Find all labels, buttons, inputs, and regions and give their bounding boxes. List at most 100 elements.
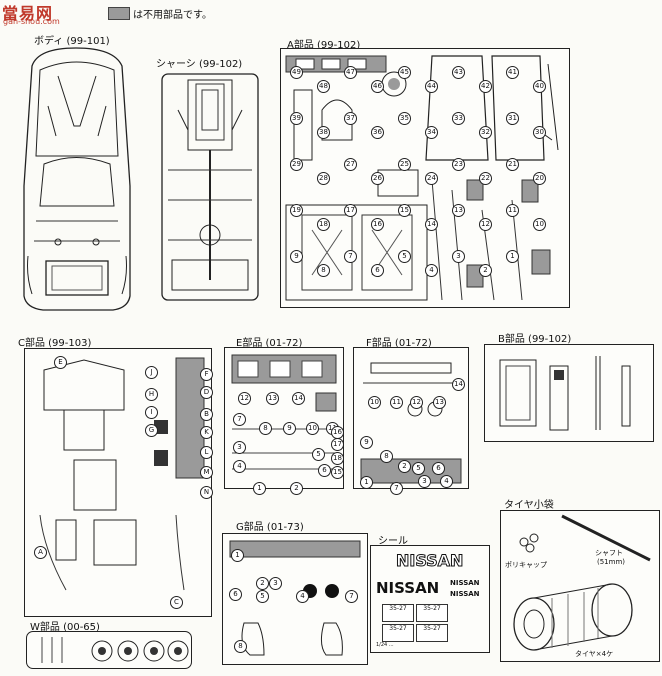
f-part-callout: 1 xyxy=(360,476,373,489)
a-part-callout: 48 xyxy=(317,80,330,93)
body-drawing xyxy=(23,47,131,311)
a-part-callout: 29 xyxy=(290,158,303,171)
tire-bag-drawing xyxy=(513,514,651,651)
e-part-callout: 12 xyxy=(238,392,251,405)
a-part-callout: 27 xyxy=(344,158,357,171)
shaft-label: シャフト xyxy=(595,549,623,557)
c-parts-title: C部品 (99-103) xyxy=(18,338,92,349)
c-part-callout: H xyxy=(145,388,158,401)
g-parts-drawing xyxy=(229,540,361,656)
a-part-callout: 5 xyxy=(398,250,411,263)
seal-title: シール xyxy=(378,536,408,547)
nissan-small-sticker-2: NISSAN xyxy=(450,590,480,598)
e-part-callout: 18 xyxy=(331,452,344,465)
a-part-callout: 7 xyxy=(344,250,357,263)
e-part-callout: 17 xyxy=(331,438,344,451)
f-part-callout: 11 xyxy=(390,396,403,409)
a-part-callout: 1 xyxy=(506,250,519,263)
a-part-callout: 43 xyxy=(452,66,465,79)
e-part-callout: 14 xyxy=(292,392,305,405)
g-part-callout: 1 xyxy=(231,549,244,562)
a-part-callout: 23 xyxy=(452,158,465,171)
e-part-callout: 10 xyxy=(306,422,319,435)
c-part-callout: G xyxy=(145,424,158,437)
nissan-bold-sticker: NISSAN xyxy=(376,579,440,597)
chassis-section-title: シャーシ (99-102) xyxy=(156,59,243,70)
g-part-callout: 4 xyxy=(296,590,309,603)
a-part-callout: 44 xyxy=(425,80,438,93)
a-part-callout: 12 xyxy=(479,218,492,231)
a-part-callout: 19 xyxy=(290,204,303,217)
f-part-callout: 8 xyxy=(380,450,393,463)
f-part-callout: 12 xyxy=(410,396,423,409)
w-parts-title: W部品 (00-65) xyxy=(30,622,100,633)
e-part-callout: 3 xyxy=(233,441,246,454)
e-part-callout: 9 xyxy=(283,422,296,435)
a-part-callout: 13 xyxy=(452,204,465,217)
g-part-callout: 5 xyxy=(256,590,269,603)
a-part-callout: 4 xyxy=(425,264,438,277)
a-part-callout: 17 xyxy=(344,204,357,217)
g-part-callout: 3 xyxy=(269,577,282,590)
f-part-callout: 6 xyxy=(432,462,445,475)
a-part-callout: 39 xyxy=(290,112,303,125)
a-parts-drawing xyxy=(285,55,559,301)
g-part-callout: 2 xyxy=(256,577,269,590)
c-part-callout: A xyxy=(34,546,47,559)
tire-label: タイヤ×4ケ xyxy=(575,650,614,658)
g-part-callout: 7 xyxy=(345,590,358,603)
f-part-callout: 3 xyxy=(418,475,431,488)
nissan-outline-sticker: NISSAN xyxy=(395,551,464,571)
a-parts-title: A部品 (99-102) xyxy=(287,40,361,51)
f-part-callout: 10 xyxy=(368,396,381,409)
poly-cap-label: ポリキャップ xyxy=(505,561,547,569)
a-part-callout: 15 xyxy=(398,204,411,217)
c-parts-drawing xyxy=(39,357,205,591)
a-part-callout: 18 xyxy=(317,218,330,231)
license-plate-2: 35-27 xyxy=(416,604,448,622)
f-part-callout: 14 xyxy=(452,378,465,391)
a-part-callout: 25 xyxy=(398,158,411,171)
e-part-callout: 5 xyxy=(312,448,325,461)
e-part-callout: 7 xyxy=(233,413,246,426)
a-part-callout: 41 xyxy=(506,66,519,79)
c-part-callout: K xyxy=(200,426,213,439)
e-part-callout: 4 xyxy=(233,460,246,473)
a-part-callout: 22 xyxy=(479,172,492,185)
nissan-small-sticker-1: NISSAN xyxy=(450,579,480,587)
c-part-callout: F xyxy=(200,368,213,381)
site-logo: 當易网 xyxy=(2,4,54,23)
f-parts-title: F部品 (01-72) xyxy=(366,338,432,349)
license-plate-3: 35-27 xyxy=(382,624,414,642)
e-part-callout: 13 xyxy=(266,392,279,405)
a-part-callout: 40 xyxy=(533,80,546,93)
a-part-callout: 26 xyxy=(371,172,384,185)
license-plate-1: 35-27 xyxy=(382,604,414,622)
b-parts-title: B部品 (99-102) xyxy=(498,334,572,345)
a-part-callout: 32 xyxy=(479,126,492,139)
c-part-callout: I xyxy=(145,406,158,419)
a-part-callout: 10 xyxy=(533,218,546,231)
shaft-length-label: (51mm) xyxy=(597,558,626,566)
a-part-callout: 8 xyxy=(317,264,330,277)
a-part-callout: 36 xyxy=(371,126,384,139)
b-parts-drawing xyxy=(499,356,631,431)
tire-bag-box xyxy=(500,510,660,662)
a-part-callout: 49 xyxy=(290,66,303,79)
e-part-callout: 15 xyxy=(331,466,344,479)
c-part-callout: E xyxy=(54,356,67,369)
g-part-callout: 6 xyxy=(229,588,242,601)
c-part-callout: L xyxy=(200,446,213,459)
e-part-callout: 6 xyxy=(318,464,331,477)
a-part-callout: 47 xyxy=(344,66,357,79)
f-part-callout: 2 xyxy=(398,460,411,473)
license-plate-4: 35-27 xyxy=(416,624,448,642)
a-part-callout: 16 xyxy=(371,218,384,231)
c-part-callout: D xyxy=(200,386,213,399)
g-part-callout: 8 xyxy=(234,640,247,653)
a-part-callout: 24 xyxy=(425,172,438,185)
f-part-callout: 7 xyxy=(390,482,403,495)
a-part-callout: 33 xyxy=(452,112,465,125)
e-part-callout: 1 xyxy=(253,482,266,495)
site-url: gan-shou.com xyxy=(3,17,60,26)
